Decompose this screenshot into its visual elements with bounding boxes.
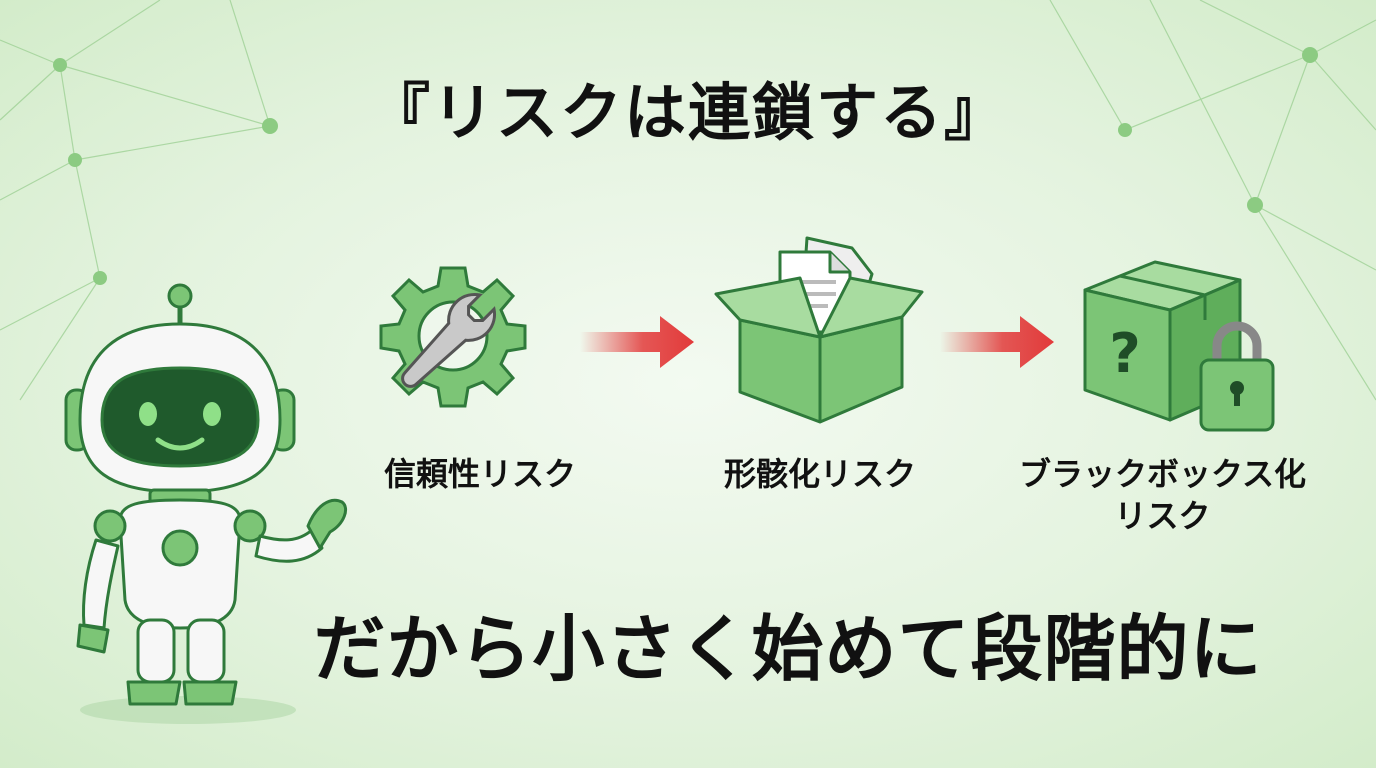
subtitle: だから小さく始めて段階的に <box>313 607 1263 691</box>
robot-mascot-icon <box>64 283 347 724</box>
open-box-document-icon <box>714 236 924 424</box>
step-reliability-risk-label: 信頼性リスク <box>383 455 576 493</box>
arrow-right-icon <box>940 316 1054 368</box>
step-formalization-risk-label: 形骸化リスク <box>723 455 916 493</box>
locked-question-box-icon: ? <box>1083 260 1275 432</box>
page-title: 『リスクは連鎖する』 <box>367 76 1008 149</box>
svg-text:?: ? <box>1109 322 1140 385</box>
gear-wrench-icon <box>379 266 527 408</box>
arrow-right-icon <box>580 316 694 368</box>
step-blackbox-risk-label: ブラックボックス化 リスク <box>1018 455 1307 535</box>
